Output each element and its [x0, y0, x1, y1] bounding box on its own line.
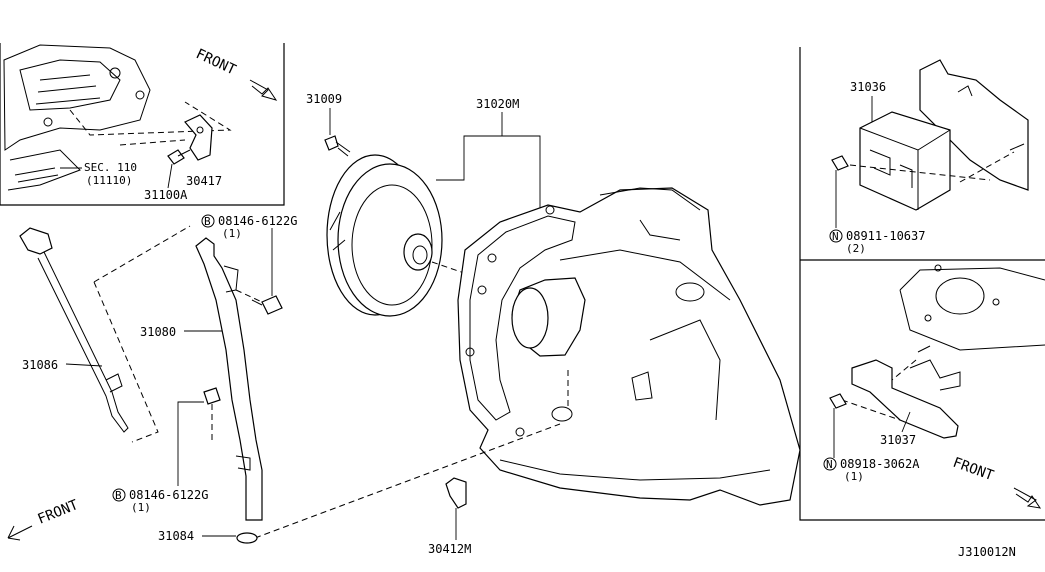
leader-bolt-b [177, 401, 204, 486]
ref-bolt-a-prefix: B [204, 215, 211, 228]
nut-a-circle-icon [829, 229, 843, 243]
bolt-31009-illustration [324, 135, 351, 157]
ref-bolt-b: 08146-6122G [129, 488, 208, 502]
dashed-sensor [841, 359, 917, 421]
part-31037-label: 31037 [880, 433, 916, 447]
dipstick-31086-illustration [19, 227, 129, 433]
ref-nut-b-qty: (1) [844, 470, 864, 483]
transmission-case-illustration [457, 187, 801, 506]
part-31080-label: 31080 [140, 325, 176, 339]
bolt-tube-upper-illustration [251, 295, 283, 315]
ref-bolt-b-prefix: B [115, 489, 122, 502]
ref-nut-a-prefix: N [832, 230, 839, 243]
engine-block-section-illustration [3, 44, 232, 191]
leader-31020m [436, 135, 541, 215]
ref-sec-sub: (11110) [86, 174, 132, 187]
front-arrow-label-bottom-left: FRONT [36, 497, 82, 528]
oring-31084-illustration [236, 532, 258, 544]
diagram-code: J310012N [958, 545, 1016, 559]
front-arrow-right-icon [1013, 487, 1042, 509]
part-31020m-label: 31020M [476, 97, 519, 111]
front-arrow-bottom-left-icon [7, 525, 33, 541]
leader-31100a [167, 163, 173, 189]
leader-31037 [901, 411, 911, 433]
dashed-tube-bolt [235, 289, 263, 303]
dashed-controller [849, 151, 1015, 183]
ref-bolt-a-qty: (1) [222, 227, 242, 240]
clip-30412m-illustration [445, 477, 467, 509]
ref-bolt-b-qty: (1) [131, 501, 151, 514]
nut-b-circle-icon [823, 457, 837, 471]
bolt-31100a-illustration [167, 149, 191, 165]
dashed-case-to-tube [254, 423, 561, 539]
front-arrow-label-top: FRONT [193, 46, 238, 79]
controller-31036-illustration [859, 59, 1029, 211]
ref-nut-a-qty: (2) [846, 242, 866, 255]
inset-frame-right [799, 47, 1045, 521]
ref-nut-b-prefix: N [826, 458, 833, 471]
part-31100a-label: 31100A [144, 188, 188, 202]
part-31036-label: 31036 [850, 80, 886, 94]
part-31084-label: 31084 [158, 529, 194, 543]
bracket-30417-illustration [184, 114, 213, 161]
part-30412m-label: 30412M [428, 542, 471, 556]
part-31009-label: 31009 [306, 92, 342, 106]
mount-plate-illustration [899, 264, 1045, 351]
inset-frame-top-left [0, 43, 285, 206]
leader-31086 [65, 363, 103, 367]
front-arrow-top-icon [249, 79, 278, 101]
ref-nut-b: 08918-3062A [840, 457, 920, 471]
ref-bolt-a: 08146-6122G [218, 214, 297, 228]
nut-08911-illustration [831, 155, 849, 171]
ref-sec: SEC. 110 [84, 161, 137, 174]
torque-converter-illustration [326, 154, 443, 317]
ref-nut-a: 08911-10637 [846, 229, 925, 243]
front-arrow-label-right: FRONT [951, 455, 997, 485]
bolt-a-circle-icon [201, 214, 215, 228]
part-30417-label: 30417 [186, 174, 222, 188]
tube-31080-illustration [195, 237, 263, 521]
bolt-b-circle-icon [112, 488, 126, 502]
dashed-dipstick-outline [93, 225, 191, 443]
bolt-tube-lower-illustration [203, 387, 221, 440]
nut-08918-illustration [829, 393, 847, 409]
sensor-31037-illustration [851, 345, 961, 439]
part-31086-label: 31086 [22, 358, 58, 372]
